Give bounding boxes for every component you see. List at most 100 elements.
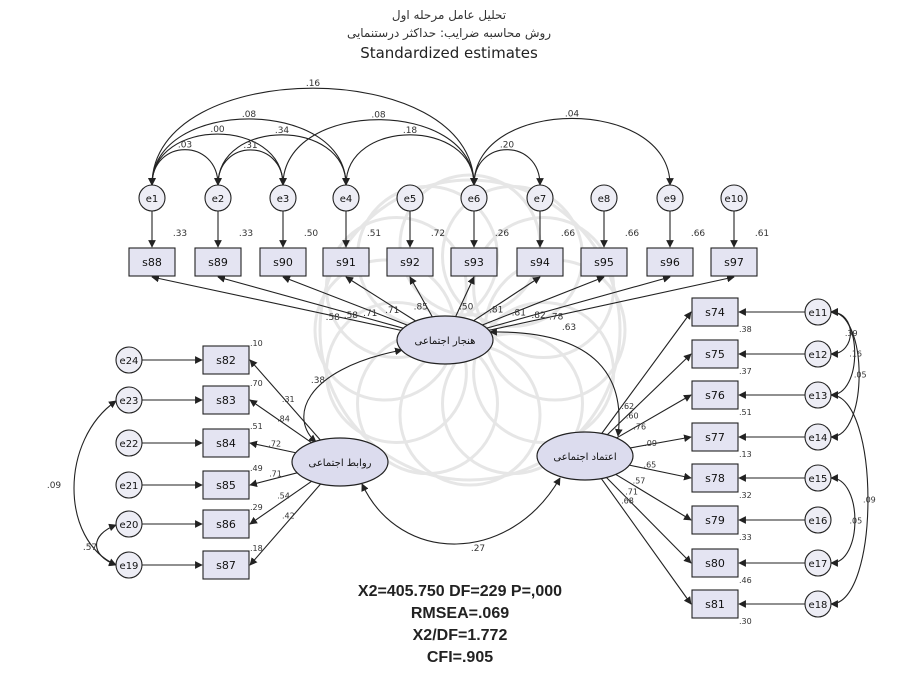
error-cov-6	[214, 149, 287, 186]
indicator-s75-box	[691, 339, 739, 369]
error-e14-label: e14	[809, 433, 828, 444]
right-error-cov-value-2: .05	[854, 371, 867, 380]
indicator-s77-label: s77	[705, 431, 725, 444]
loading-s86	[249, 480, 312, 525]
indicator-s74-label: s74	[705, 306, 725, 319]
indicator-s97-box	[710, 247, 758, 277]
error-e14-circle	[804, 423, 832, 451]
r2-s86: .29	[250, 503, 263, 512]
indicator-s92-box	[386, 247, 434, 277]
loading-value-s80: .71	[625, 488, 638, 497]
r2-s90: .50	[304, 229, 319, 239]
indicator-s89-label: s89	[208, 256, 228, 269]
indicator-s83-box	[202, 385, 250, 415]
r2-s74: .38	[739, 325, 752, 334]
error-cov-5	[148, 149, 222, 186]
error-e15-label: e15	[809, 474, 828, 485]
indicator-s86-box	[202, 509, 250, 539]
loading-s77	[630, 434, 692, 449]
error-e12-circle	[804, 340, 832, 368]
error-e19-circle	[115, 551, 143, 579]
error-e24-label: e24	[120, 356, 139, 367]
loading-s90	[282, 275, 408, 326]
loading-value-s86: .54	[277, 492, 290, 501]
r2-s89: .33	[239, 229, 253, 239]
indicator-s78-label: s78	[705, 472, 725, 485]
indicator-s96-label: s96	[660, 256, 680, 269]
loading-value-s75: .60	[626, 412, 639, 421]
indicator-s89-box	[194, 247, 242, 277]
r2-s91: .51	[367, 229, 381, 239]
error-cov-value-3: .00	[210, 125, 225, 135]
r2-s95: .66	[625, 229, 640, 239]
error-cov-value-9: .20	[500, 141, 515, 151]
error-cov-8	[470, 117, 674, 186]
error-e9-label: e9	[664, 194, 677, 205]
loading-value-s85: .71	[269, 469, 282, 478]
latent-social-norms-label: هنجار اجتماعی	[415, 336, 476, 347]
r2-s80: .46	[739, 576, 752, 585]
loading-value-s89: .58	[344, 311, 359, 321]
right-error-cov-value-0: .39	[845, 329, 858, 338]
r2-s77: .13	[739, 450, 752, 459]
indicator-s83-label: s83	[216, 394, 236, 407]
loading-value-s92: .85	[414, 303, 428, 313]
indicator-s97-label: s97	[724, 256, 744, 269]
error-cov-7	[342, 134, 478, 186]
error-cov-2	[148, 118, 350, 186]
loading-s85	[249, 472, 298, 487]
error-e23-label: e23	[120, 396, 139, 407]
indicator-s95-box	[580, 247, 628, 277]
error-e9-circle	[656, 184, 684, 212]
latent-cov-norms-trust-value: .63	[562, 323, 576, 333]
right-error-cov-4	[830, 474, 856, 567]
indicator-s94-box	[516, 247, 564, 277]
indicator-s94-label: s94	[530, 256, 550, 269]
indicator-s87-box	[202, 550, 250, 580]
error-e1-label: e1	[146, 194, 159, 205]
title-line-1: تحلیل عامل مرحله اول	[391, 8, 507, 22]
loading-value-s77: .09	[644, 439, 657, 448]
loading-value-s84: .72	[268, 439, 281, 448]
latent-social-trust-ellipse	[536, 431, 634, 481]
indicator-s84-label: s84	[216, 437, 236, 450]
loading-s97	[488, 274, 735, 331]
indicator-s82-box	[202, 345, 250, 375]
loading-s80	[606, 477, 692, 564]
error-e11-circle	[804, 298, 832, 326]
error-e13-label: e13	[809, 391, 828, 402]
error-e22-circle	[115, 429, 143, 457]
error-e2-circle	[204, 184, 232, 212]
error-e16-circle	[804, 506, 832, 534]
error-e8-label: e8	[598, 194, 611, 205]
error-e10-label: e10	[725, 194, 744, 205]
r2-s88: .33	[173, 229, 187, 239]
r2-s79: .33	[739, 533, 752, 542]
r2-s85: .49	[250, 464, 263, 473]
error-e20-circle	[115, 510, 143, 538]
fit-chi-ratio: X2/DF=1.772	[412, 627, 508, 644]
indicator-s93-label: s93	[464, 256, 484, 269]
error-e11-label: e11	[809, 308, 828, 319]
title-line-3: Standardized estimates	[360, 44, 538, 62]
r2-s97: .61	[755, 229, 769, 239]
indicator-s85-label: s85	[216, 479, 236, 492]
indicator-s88-box	[128, 247, 176, 277]
indicator-s76-box	[691, 380, 739, 410]
title-line-2: روش محاسبه ضرایب: حداکثر درستنمایی	[346, 26, 552, 40]
indicator-s75-label: s75	[705, 348, 725, 361]
error-e16-label: e16	[809, 516, 828, 527]
indicator-s84-box	[202, 428, 250, 458]
error-e17-label: e17	[809, 559, 828, 570]
error-e7-label: e7	[534, 194, 547, 205]
error-e24-circle	[115, 346, 143, 374]
loading-s94	[473, 276, 541, 322]
error-e20-label: e20	[120, 520, 139, 531]
indicator-s79-box	[691, 505, 739, 535]
error-e12-label: e12	[809, 350, 828, 361]
error-e21-circle	[115, 471, 143, 499]
error-e22-label: e22	[120, 439, 139, 450]
error-e8-circle	[590, 184, 618, 212]
error-cov-4	[214, 134, 350, 186]
loading-value-s78: .65	[644, 461, 657, 470]
